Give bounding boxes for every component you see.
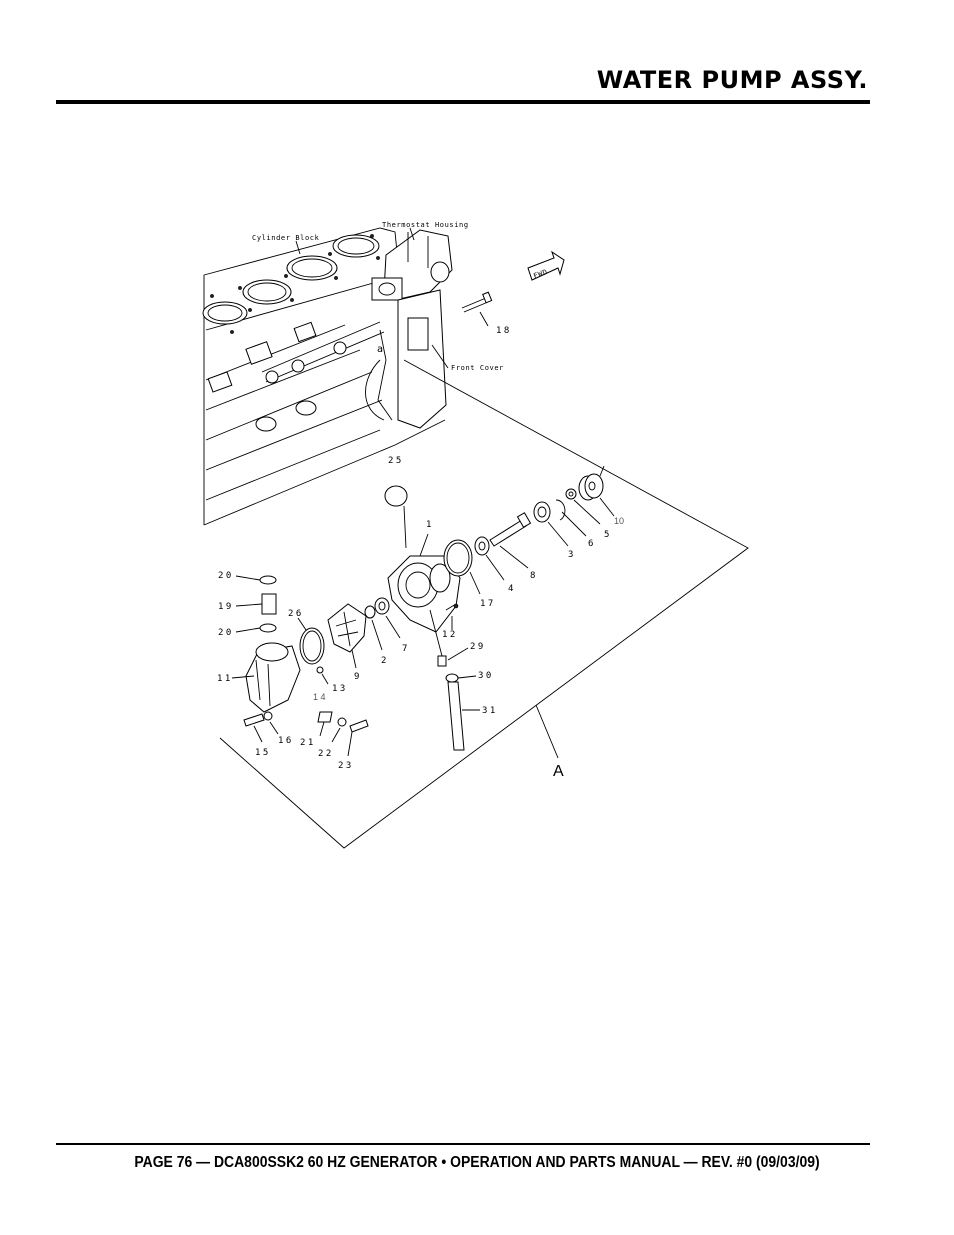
label-15: 15 — [255, 748, 271, 758]
label-22: 22 — [318, 749, 334, 759]
label-4: 4 — [508, 584, 516, 594]
label-10: 10 — [614, 516, 624, 526]
label-18: 18 — [496, 326, 512, 336]
label-23: 23 — [338, 761, 354, 771]
engine-block-illustration — [202, 227, 493, 526]
label-26: 26 — [288, 609, 304, 619]
label-6: 6 — [588, 539, 596, 549]
label-13: 13 — [332, 684, 348, 694]
part-number-labels: 18 25 1 10 5 6 3 8 4 17 20 19 26 20 12 7… — [217, 326, 624, 771]
label-20-bottom: 20 — [218, 628, 234, 638]
label-7: 7 — [402, 644, 410, 654]
caption-a-small: a — [377, 344, 383, 355]
label-11: 11 — [217, 674, 233, 684]
label-14: 14 — [313, 692, 328, 702]
water-pump-parts — [231, 473, 615, 757]
forward-arrow-icon: FWD — [527, 250, 565, 281]
label-2: 2 — [381, 656, 389, 666]
label-30: 30 — [478, 671, 494, 681]
page-title: WATER PUMP ASSY. — [596, 66, 868, 94]
label-1: 1 — [426, 520, 434, 530]
label-17: 17 — [480, 599, 496, 609]
label-29: 29 — [470, 642, 486, 652]
label-31: 31 — [482, 706, 498, 716]
caption-front-cover: Front Cover — [451, 364, 504, 372]
caption-thermostat-housing: Thermostat Housing — [382, 221, 469, 229]
label-20-top: 20 — [218, 571, 234, 581]
label-16: 16 — [278, 736, 294, 746]
label-21: 21 — [300, 738, 316, 748]
callout-a: A — [553, 763, 564, 780]
page-footer: PAGE 76 — DCA800SSK2 60 HZ GENERATOR • O… — [134, 1154, 820, 1171]
caption-cylinder-block: Cylinder Block — [252, 234, 320, 242]
label-12: 12 — [442, 630, 458, 640]
label-25: 25 — [388, 456, 404, 466]
footer-rule — [56, 1143, 870, 1145]
label-5: 5 — [604, 530, 612, 540]
label-3: 3 — [568, 550, 576, 560]
detail-outline — [219, 359, 749, 849]
label-9: 9 — [354, 672, 362, 682]
header-rule — [56, 100, 870, 104]
label-19: 19 — [218, 602, 234, 612]
label-8: 8 — [530, 571, 538, 581]
